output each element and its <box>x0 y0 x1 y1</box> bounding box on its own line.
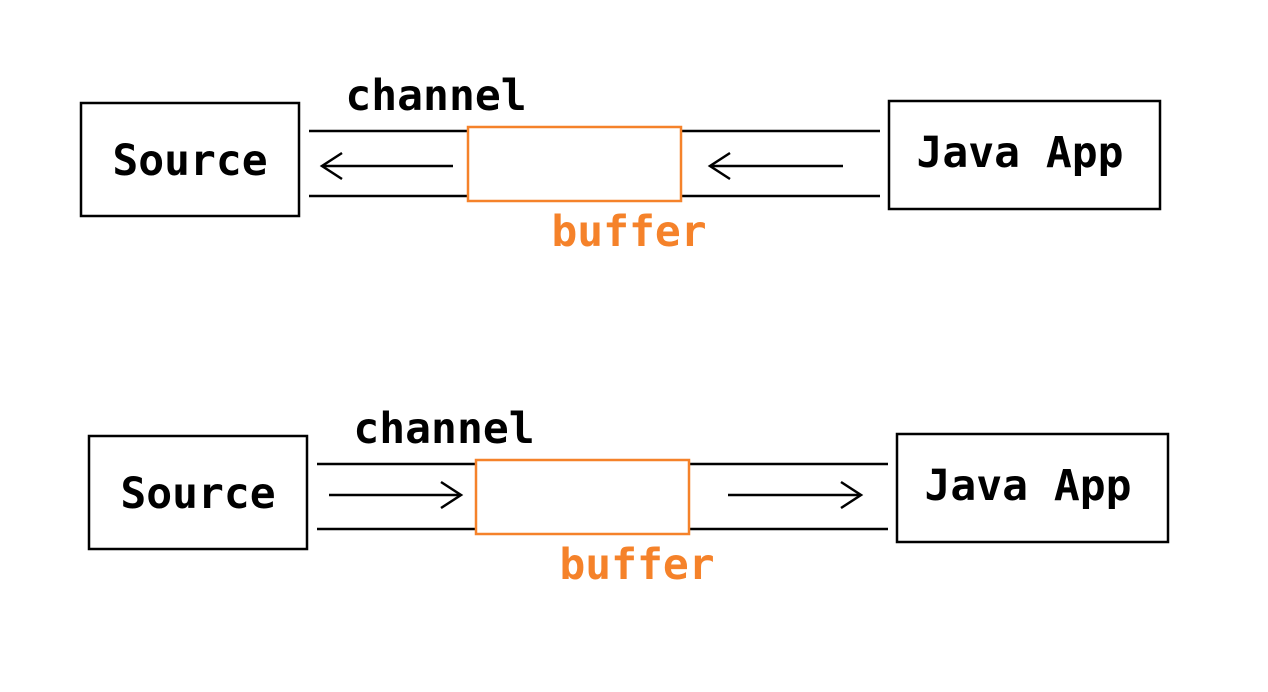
arrow-left-icon <box>707 151 843 181</box>
buffer-box <box>466 125 683 203</box>
buffer-box <box>474 458 691 536</box>
channel-lines <box>309 129 880 198</box>
arrow-left-icon <box>319 151 453 181</box>
source-box <box>79 101 301 218</box>
arrow-right-icon <box>329 480 464 510</box>
channel-lines <box>317 462 888 531</box>
diagram-read: Source Java App channel buffer <box>87 404 1170 590</box>
buffer-label: buffer <box>551 207 706 257</box>
buffer-label: buffer <box>559 540 714 590</box>
source-box <box>87 434 309 551</box>
source-label: Source <box>120 469 275 519</box>
channel-label: channel <box>353 404 534 454</box>
source-label: Source <box>112 136 267 186</box>
diagram-write: Source Java App channel buffer <box>79 71 1162 257</box>
app-label: Java App <box>924 461 1131 511</box>
app-box <box>895 432 1170 544</box>
arrow-right-icon <box>728 480 864 510</box>
app-label: Java App <box>916 128 1123 178</box>
channel-label: channel <box>345 71 526 121</box>
app-box <box>887 99 1162 211</box>
